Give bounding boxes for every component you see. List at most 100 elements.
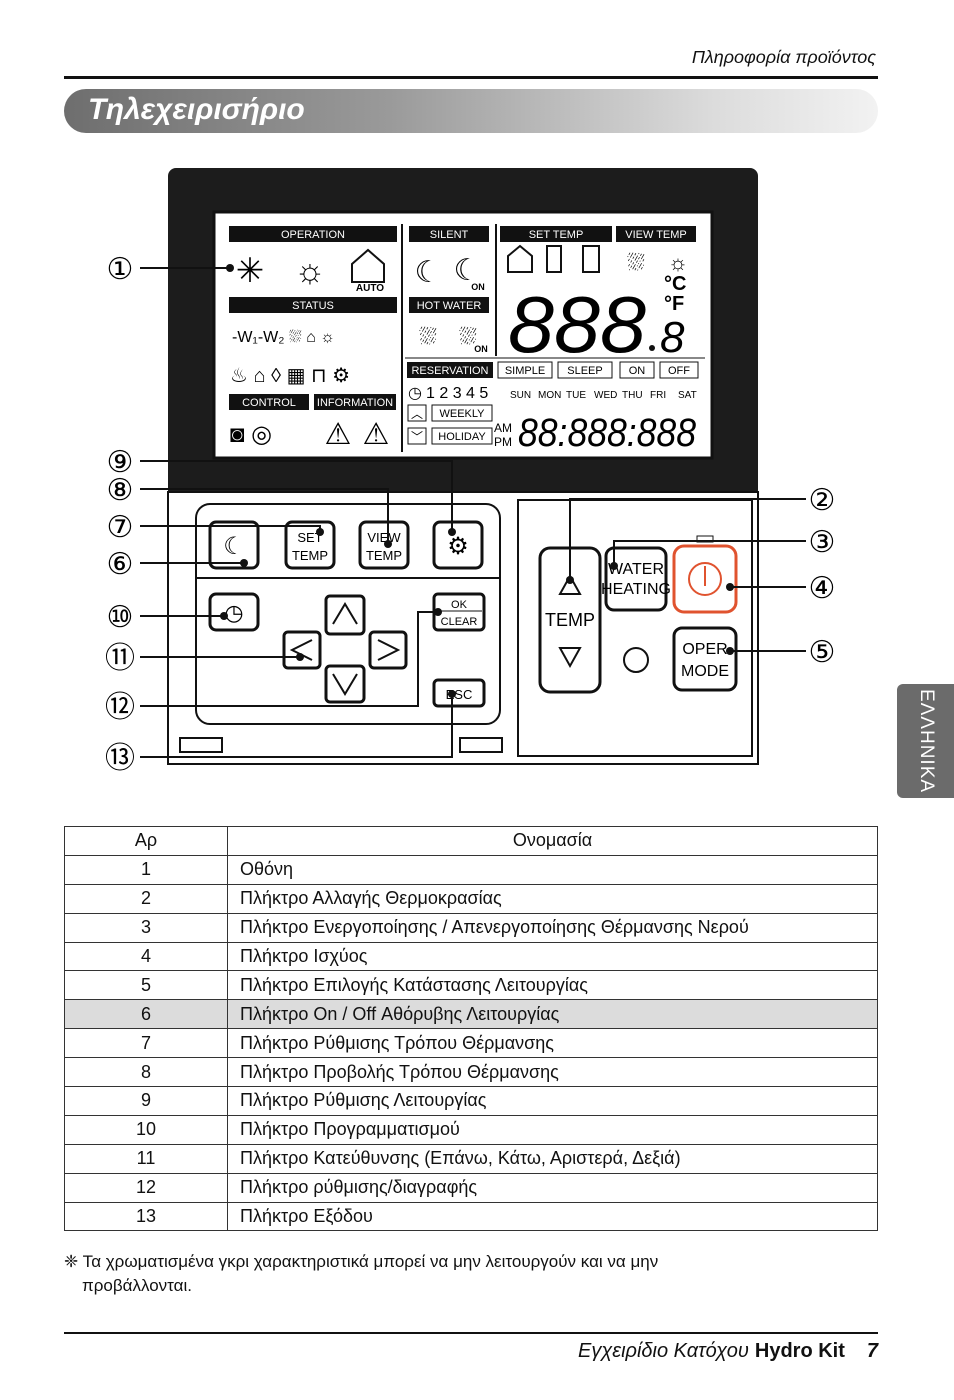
silent-button[interactable] xyxy=(208,520,260,570)
page-number: 7 xyxy=(866,1340,878,1362)
lcd-silent-label: SILENT xyxy=(430,229,469,241)
control-icons: ◙ ◎ xyxy=(230,421,272,448)
water-heating-label-2: HEATING xyxy=(601,581,671,598)
house-icon xyxy=(507,244,533,273)
row-name: Πλήκτρο Προγραμματισμού xyxy=(227,1114,878,1145)
callout-13: ⑬ xyxy=(105,742,135,775)
row-name: Οθόνη xyxy=(227,854,878,885)
clear-label: CLEAR xyxy=(441,616,478,628)
row-name: Πλήκτρο Ισχύος xyxy=(227,941,878,972)
clock-button-icon: ◷ xyxy=(224,600,243,625)
water-heating-button[interactable] xyxy=(604,546,668,612)
footer-manual-title: Εγχειρίδιο Κατόχου xyxy=(578,1340,749,1362)
set-temp-label-2: TEMP xyxy=(292,548,328,563)
moon-button-icon: ☾ xyxy=(223,533,245,560)
lcd-screen xyxy=(212,210,714,460)
ok-label: OK xyxy=(451,599,468,611)
row-number: 6 xyxy=(64,999,228,1030)
callout-3: ③ xyxy=(809,526,836,559)
lcd-day: MON xyxy=(538,390,561,401)
row-number: 5 xyxy=(64,970,228,1001)
chevron-up-icon: ︿ xyxy=(411,407,423,421)
row-name: Πλήκτρο Επιλογής Κατάστασης Λειτουργίας xyxy=(227,970,878,1001)
lcd-on-label: ON xyxy=(629,365,646,377)
down-button[interactable] xyxy=(324,664,366,704)
lcd-control-label: CONTROL xyxy=(242,397,296,409)
oper-mode-button[interactable] xyxy=(672,626,738,692)
row-number: 11 xyxy=(64,1143,228,1174)
row-number: 4 xyxy=(64,941,228,972)
shower-icon: ⛆ xyxy=(627,250,645,275)
temp-up-icon xyxy=(558,573,582,595)
row-number: 10 xyxy=(64,1114,228,1145)
callout-8: ⑧ xyxy=(107,474,134,507)
thermometer-icon xyxy=(546,245,562,273)
lcd-misc-icons: ♨ ⌂ ◊ ▦ ⊓ ⚙ xyxy=(230,365,350,387)
page-title: Τηλεχειρισήριο xyxy=(88,93,305,126)
lcd-day: TUE xyxy=(566,390,586,401)
lcd-set-temp-label: SET TEMP xyxy=(529,229,584,241)
title-bar: Τηλεχειρισήριο xyxy=(64,89,878,133)
note-line-1: Τα χρωματισμένα γκρι χαρακτηριστικά μπορ… xyxy=(82,1252,659,1271)
warning-alt-icon: ⚠ xyxy=(363,418,390,451)
sun-thermometer-icon: ☼ xyxy=(668,250,688,275)
callout-1: ① xyxy=(107,253,134,286)
callout-2: ② xyxy=(809,484,836,517)
warning-icon: ⚠ xyxy=(325,418,352,451)
row-number: 9 xyxy=(64,1086,228,1116)
indicator-lamp xyxy=(623,647,649,673)
header-rule xyxy=(64,76,878,79)
bottom-latch-right xyxy=(459,737,503,753)
lcd-weekly-label: WEEKLY xyxy=(439,408,485,420)
row-number: 13 xyxy=(64,1201,228,1232)
oper-mode-label-1: OPER xyxy=(682,641,727,658)
house-auto-icon xyxy=(351,248,385,283)
language-tab: ΕΛΛΗΝΙΚΑ xyxy=(897,684,954,798)
function-setting-button[interactable] xyxy=(432,520,484,570)
lcd-hot-water-on-text: ON xyxy=(474,344,488,354)
shower-on-icon: ⛆ xyxy=(459,324,477,349)
esc-button[interactable] xyxy=(432,678,486,708)
lcd-sleep-label: SLEEP xyxy=(567,365,602,377)
left-button[interactable] xyxy=(282,630,322,670)
lcd-off-label: OFF xyxy=(668,365,690,377)
reservation-button[interactable] xyxy=(208,592,260,632)
row-number: 8 xyxy=(64,1057,228,1088)
view-temp-button[interactable] xyxy=(358,520,410,570)
callout-6: ⑥ xyxy=(107,548,134,581)
page-header: Πληροφορία προϊόντος xyxy=(691,47,876,67)
table-header-row: Αρ Ονομασία xyxy=(64,826,878,856)
lcd-view-temp-label: VIEW TEMP xyxy=(625,229,687,241)
lcd-big-digits: 888 xyxy=(508,280,647,369)
power-icon xyxy=(688,562,722,596)
down-arrow-icon xyxy=(332,673,358,696)
set-temp-label-1: SET xyxy=(297,530,322,545)
right-button[interactable] xyxy=(368,630,408,670)
row-name: Πλήκτρο Ρύθμισης Τρόπου Θέρμανσης xyxy=(227,1028,878,1059)
water-heating-label-1: WATER xyxy=(608,561,664,578)
note-symbol: ❈ xyxy=(64,1252,79,1271)
row-name: Πλήκτρο ρύθμισης/διαγραφής xyxy=(227,1172,878,1203)
up-arrow-icon xyxy=(332,602,358,625)
row-name: Πλήκτρο Ενεργοποίησης / Απενεργοποίησης … xyxy=(227,912,878,943)
snowflake-icon: ✳ xyxy=(236,252,265,290)
lcd-am: AM xyxy=(494,421,512,435)
row-name: Πλήκτρο On / Off Αθόρυβης Λειτουργίας xyxy=(227,999,878,1030)
lcd-operation-label: OPERATION xyxy=(281,229,345,241)
lcd-time-digits: 88:888:888 xyxy=(518,411,697,455)
lcd-day: SUN xyxy=(510,390,531,401)
up-button[interactable] xyxy=(324,594,366,636)
sun-icon: ☼ xyxy=(294,252,325,290)
callout-5: ⑤ xyxy=(809,636,836,669)
